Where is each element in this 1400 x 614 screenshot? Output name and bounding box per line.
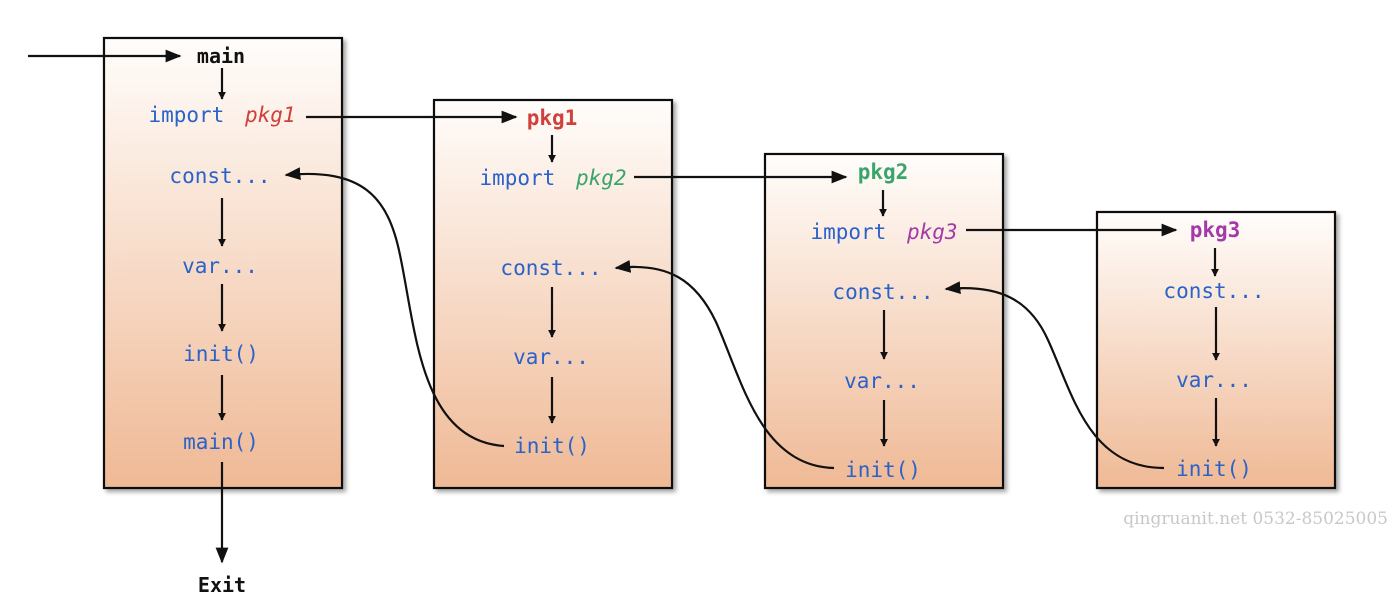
pkg1-import-keyword: import [479, 166, 555, 190]
pkg2-init: init() [845, 458, 921, 482]
pkg1-const: const... [500, 256, 601, 280]
main-init: init() [183, 342, 259, 366]
main-var: var... [182, 254, 258, 278]
pkg3-var: var... [1176, 368, 1252, 392]
main-const: const... [169, 164, 270, 188]
main-title: main [197, 44, 245, 68]
pkg1-title: pkg1 [527, 106, 578, 130]
main-import-pkg: pkg1 [244, 103, 296, 127]
pkg2-const: const... [832, 280, 933, 304]
watermark-text: qingruanit.net 0532-85025005 [1123, 509, 1388, 529]
main-main-call: main() [183, 430, 259, 454]
return-curve-pkg3-to-pkg2 [944, 281, 1165, 470]
pkg2-var: var... [844, 369, 920, 393]
main-import-keyword: import [148, 103, 224, 127]
main-import-line: import pkg1 [148, 103, 295, 127]
return-curve-pkg1-to-main [284, 167, 505, 448]
exit-label: Exit [198, 573, 246, 597]
pkg2-import-line: import pkg3 [810, 220, 957, 244]
return-curve-pkg2-to-pkg1 [614, 259, 835, 470]
pkg1-import-pkg: pkg2 [575, 166, 627, 190]
pkg2-import-keyword: import [810, 220, 886, 244]
pkg2-title: pkg2 [858, 160, 909, 184]
pkg3-title: pkg3 [1190, 218, 1241, 242]
pkg2-import-pkg: pkg3 [906, 220, 958, 244]
pkg1-var: var... [513, 345, 589, 369]
pkg3-init: init() [1176, 457, 1252, 481]
pkg1-import-line: import pkg2 [479, 166, 626, 190]
pkg3-const: const... [1163, 279, 1264, 303]
pkg1-init: init() [514, 434, 590, 458]
